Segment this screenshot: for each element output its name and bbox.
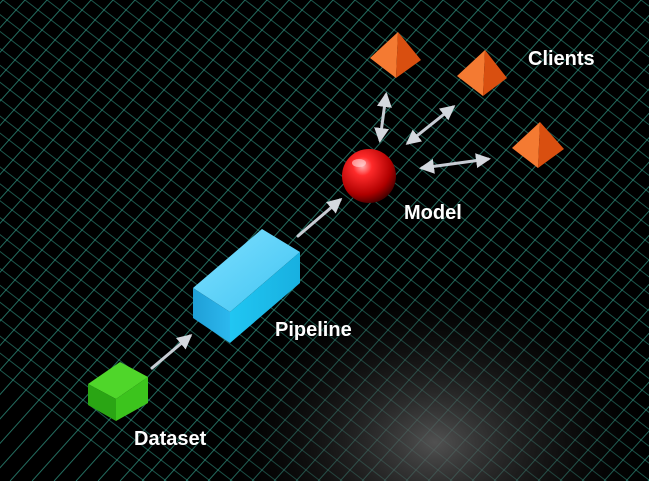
arrow-pipeline-to-model <box>296 198 343 238</box>
model-sphere-icon <box>342 149 396 203</box>
label-clients: Clients <box>528 48 595 70</box>
label-dataset: Dataset <box>134 428 207 450</box>
label-pipeline: Pipeline <box>275 319 352 341</box>
dataset-cube-icon <box>88 362 148 421</box>
arrow-dataset-to-pipeline <box>150 334 193 370</box>
label-model: Model <box>404 202 462 224</box>
client-pyramid-icon-2 <box>457 50 507 96</box>
client-pyramid-icon-3 <box>512 122 564 168</box>
arrow-model-client-1 <box>374 92 392 143</box>
arrow-model-client-3 <box>419 153 491 174</box>
arrows <box>150 92 491 370</box>
pipeline-box-icon <box>193 229 300 343</box>
arrow-model-client-2 <box>405 105 456 145</box>
client-pyramid-icon-1 <box>370 32 421 78</box>
